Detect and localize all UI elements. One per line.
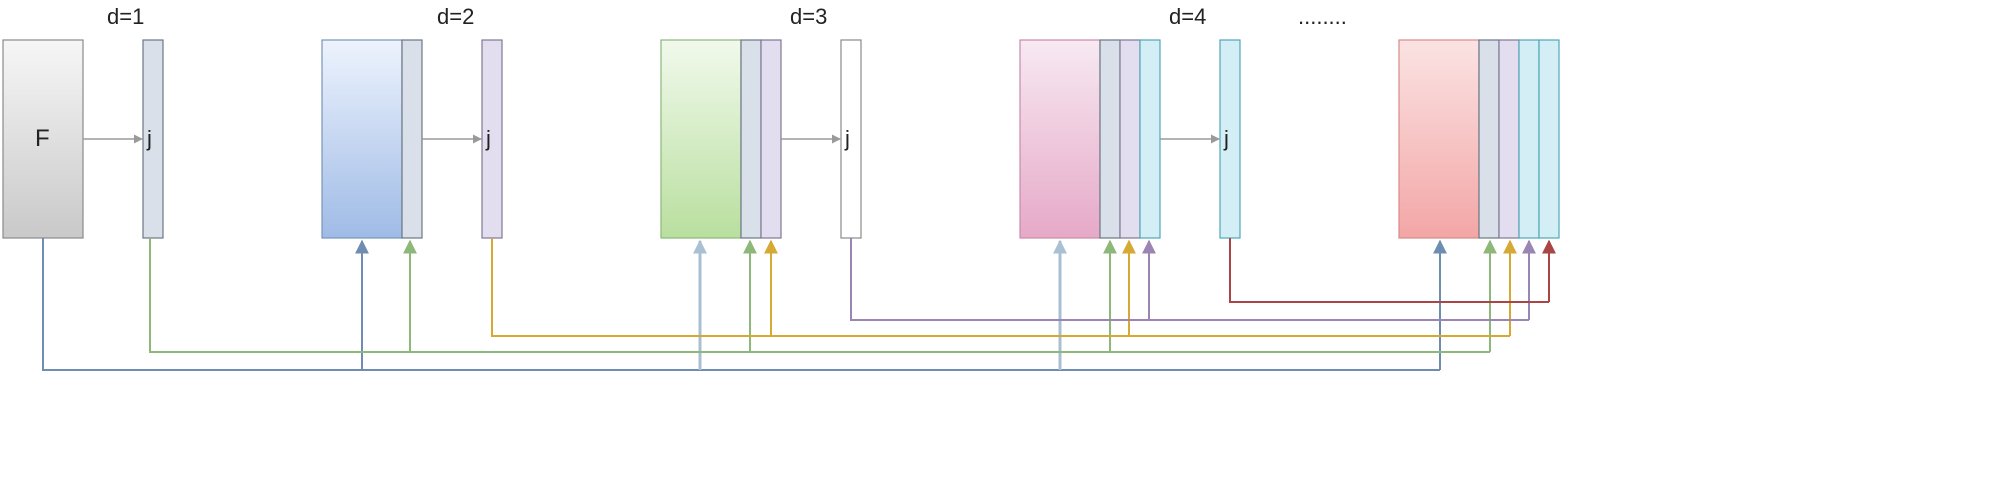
concat-slice-d3-1 (740, 39, 762, 239)
slim-output-label-d4: j (1223, 126, 1229, 151)
concat-block-final (1398, 39, 1480, 239)
concat-slice-final-1 (1478, 39, 1500, 239)
skip-line-from-j1 (149, 238, 1490, 353)
skip-line-from-j3 (850, 238, 1529, 321)
concat-slice-final-3 (1518, 39, 1540, 239)
stage-label-d3: d=3 (790, 4, 827, 29)
stage-label-d1: d=1 (107, 4, 144, 29)
slim-output-block-d4 (1219, 39, 1241, 239)
concat-slice-d3-2 (760, 39, 782, 239)
stage-label-d2: d=2 (437, 4, 474, 29)
stage-label-d4: d=4 (1169, 4, 1206, 29)
concat-slice-d2-1 (401, 39, 423, 239)
concat-slice-final-4 (1538, 39, 1560, 239)
concat-slice-d4-1 (1099, 39, 1121, 239)
input-feature-block (2, 39, 84, 239)
skip-line-from-f (42, 238, 1440, 371)
concat-slice-d4-3 (1139, 39, 1161, 239)
concat-slice-final-2 (1498, 39, 1520, 239)
skip-line-from-j4 (1229, 238, 1549, 303)
input-feature-label: F (35, 125, 50, 152)
slim-output-label-d2: j (485, 126, 491, 151)
skip-line-from-j2 (491, 238, 1510, 337)
slim-output-block-d1 (142, 39, 164, 239)
concat-block-d2 (321, 39, 403, 239)
ellipsis-label: ........ (1298, 4, 1347, 29)
slim-output-block-d2 (481, 39, 503, 239)
slim-output-label-d3: j (844, 126, 850, 151)
concat-block-d3 (660, 39, 742, 239)
concat-slice-d4-2 (1119, 39, 1141, 239)
slim-output-label-d1: j (146, 126, 152, 151)
concat-block-d4 (1019, 39, 1101, 239)
slim-output-block-d3 (840, 39, 862, 239)
